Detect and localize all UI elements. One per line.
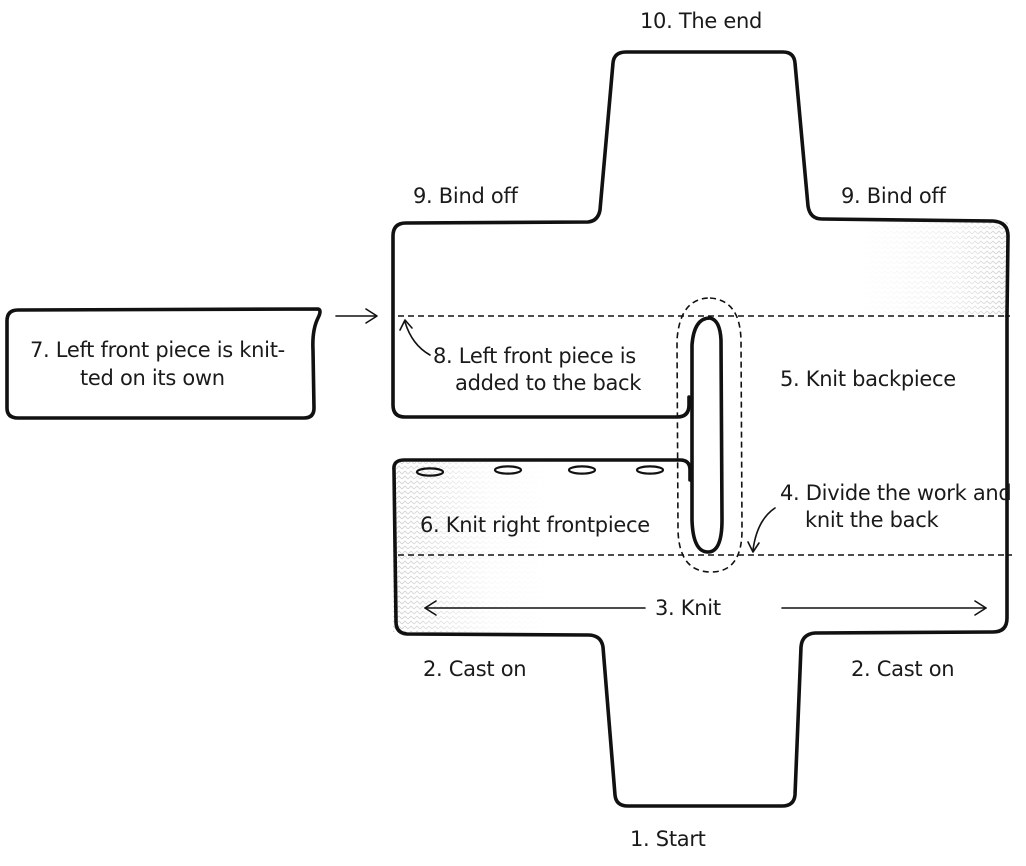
label-right-frontpiece: 6. Knit right frontpiece: [420, 513, 650, 537]
double-arrow-right: [781, 600, 987, 616]
buttonhole: [493, 465, 523, 475]
buttonhole: [567, 465, 597, 475]
label-bind-off-right: 9. Bind off: [841, 184, 947, 208]
label-added-line1: 8. Left front piece is: [433, 344, 636, 368]
curved-arrow-icon: [747, 507, 776, 553]
armhole-opening: [690, 316, 724, 554]
upper-back-outline: [391, 50, 1010, 419]
label-end: 10. The end: [640, 9, 762, 33]
buttonhole: [635, 465, 665, 475]
curved-arrow-icon: [399, 319, 431, 356]
label-start: 1. Start: [630, 827, 706, 851]
buttonholes: [415, 465, 665, 477]
label-left-front-line2: ted on its own: [80, 366, 225, 390]
label-added-line2: added to the back: [455, 371, 642, 395]
label-bind-off-left: 9. Bind off: [413, 184, 519, 208]
label-cast-on-left: 2. Cast on: [423, 657, 526, 681]
knit-texture: [393, 222, 1008, 632]
buttonhole: [415, 467, 445, 477]
label-knit: 3. Knit: [655, 596, 721, 620]
label-left-front-line1: 7. Left front piece is knit-: [30, 338, 285, 362]
label-cast-on-right: 2. Cast on: [851, 657, 954, 681]
arrow-right-icon: [335, 308, 378, 324]
label-divide-line2: knit the back: [805, 508, 939, 532]
left-front-box: [5, 307, 322, 420]
right-side-outline: [392, 314, 1009, 808]
label-backpiece: 5. Knit backpiece: [780, 367, 956, 391]
opening-dashed-marker: [676, 297, 743, 573]
label-divide-line1: 4. Divide the work and: [780, 481, 1011, 505]
double-arrow-left: [424, 600, 646, 616]
